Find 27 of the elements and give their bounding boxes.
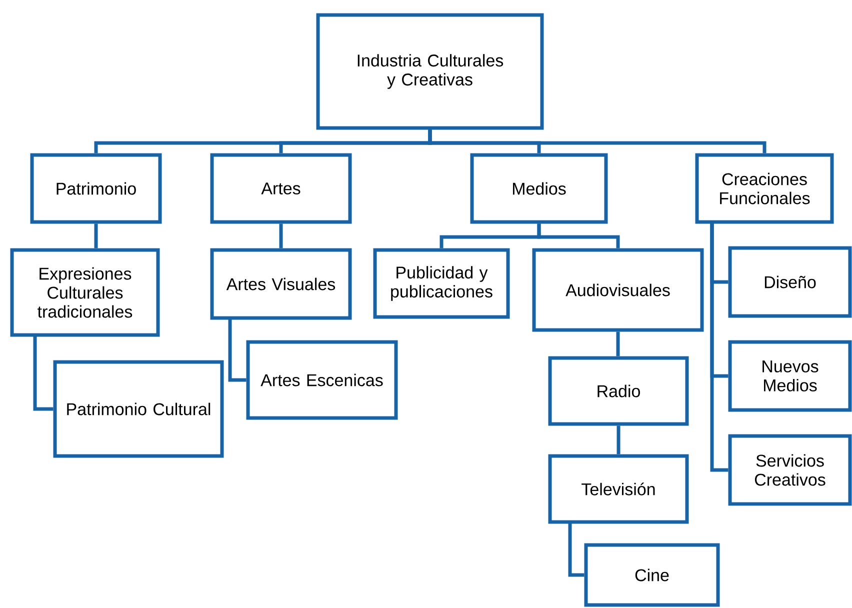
- connector: [94, 224, 98, 248]
- connector: [428, 130, 766, 154]
- box: Industria Culturales y Creativas: [316, 13, 544, 130]
- connector: [710, 222, 728, 472]
- box: Medios: [470, 153, 608, 224]
- box: Cine: [584, 543, 720, 607]
- connector: [228, 318, 246, 382]
- box: Diseño: [728, 246, 852, 318]
- box: Audiovisuales: [532, 248, 704, 332]
- box: Publicidad y publicaciones: [373, 248, 510, 319]
- box: Expresiones Culturales tradicionales: [10, 248, 160, 337]
- box: Creaciones Funcionales: [695, 153, 834, 224]
- box: Radio: [548, 356, 689, 426]
- connector: [568, 522, 584, 577]
- box: Artes Escenicas: [246, 340, 398, 420]
- connector: [537, 224, 620, 248]
- box: Servicios Creativos: [728, 434, 852, 506]
- connector: [616, 332, 620, 356]
- connector: [279, 224, 283, 248]
- box: Televisión: [548, 454, 689, 524]
- connector: [33, 335, 54, 411]
- box: Patrimonio Cultural: [53, 360, 224, 458]
- connector: [616, 426, 620, 454]
- box: Artes Visuales: [210, 248, 352, 320]
- box: Patrimonio: [30, 153, 162, 224]
- box: Artes: [210, 153, 352, 224]
- box: Nuevos Medios: [728, 340, 852, 412]
